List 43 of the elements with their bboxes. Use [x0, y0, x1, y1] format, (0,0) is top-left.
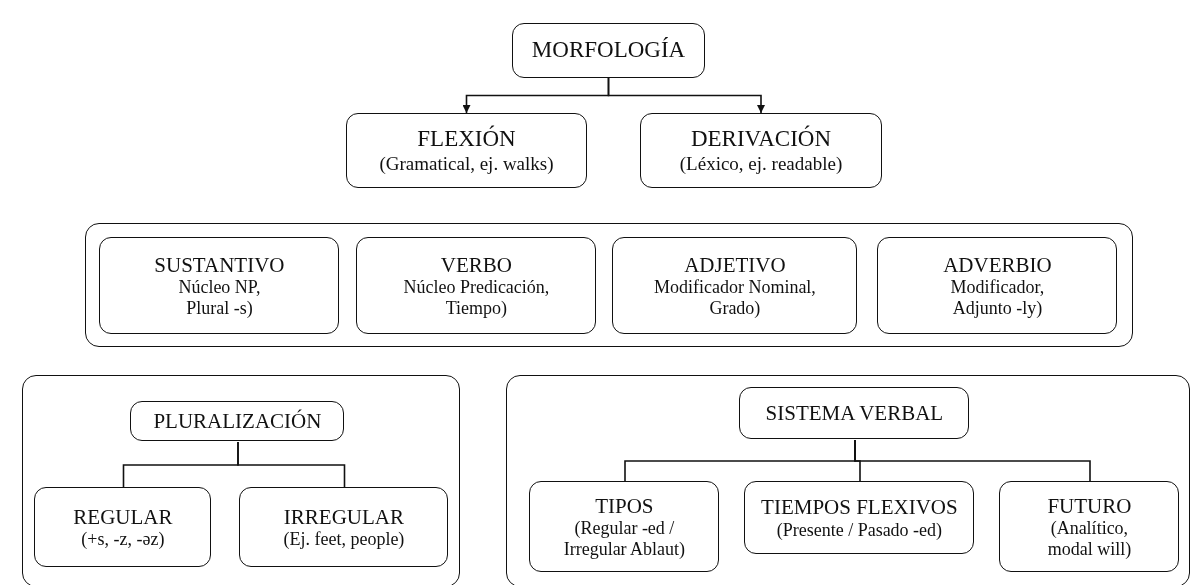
connector — [607, 77, 765, 114]
node-title: TIEMPOS FLEXIVOS — [761, 495, 958, 520]
node-title: REGULAR — [73, 504, 173, 530]
node-title: MORFOLOGÍA — [531, 37, 686, 64]
concept-box — [640, 113, 882, 188]
node-title: SISTEMA VERBAL — [765, 401, 944, 426]
connector — [237, 441, 346, 489]
node-title: SUSTANTIVO — [154, 253, 285, 278]
concept-box — [739, 387, 970, 440]
node-description: (Regular -ed / Irregular Ablaut) — [562, 518, 687, 560]
node-description: Modificador Nominal, Grado) — [652, 277, 817, 319]
node-description: (Gramatical, ej. walks) — [379, 152, 554, 175]
node-title: PLURALIZACIÓN — [153, 409, 322, 434]
node-description: Núcleo NP, Plural -s) — [177, 277, 262, 319]
concept-box — [612, 237, 858, 335]
concept-box — [744, 481, 975, 555]
node-description: (Analítico, modal will) — [1046, 518, 1133, 560]
concept-box — [346, 113, 587, 188]
concept-box — [356, 237, 597, 335]
node-title: ADVERBIO — [943, 253, 1052, 278]
concept-box — [34, 487, 212, 568]
node-title: DERIVACIÓN — [690, 126, 832, 153]
node-description: (+s, -z, -əz) — [81, 529, 165, 550]
concept-box — [999, 481, 1180, 573]
node-title: ADJETIVO — [684, 253, 786, 278]
group-box — [85, 223, 1133, 347]
concept-box — [529, 481, 720, 573]
node-description: Modificador, Adjunto -ly) — [949, 277, 1046, 319]
node-description: (Presente / Pasado -ed) — [776, 519, 943, 541]
concept-box — [512, 23, 705, 78]
node-description: (Ej. feet, people) — [283, 529, 405, 550]
node-title: IRREGULAR — [283, 504, 404, 530]
node-title: TIPOS — [595, 494, 654, 519]
node-description: Núcleo Predicación, Tiempo) — [402, 277, 551, 319]
node-description: (Léxico, ej. readable) — [679, 152, 843, 175]
node-title: FUTURO — [1047, 494, 1132, 519]
node-title: FLEXIÓN — [417, 126, 516, 153]
concept-box — [877, 237, 1118, 335]
concept-box — [99, 237, 340, 335]
connector — [854, 439, 1091, 483]
node-title: VERBO — [440, 253, 512, 278]
concept-box — [130, 401, 345, 442]
concept-box — [239, 487, 449, 568]
